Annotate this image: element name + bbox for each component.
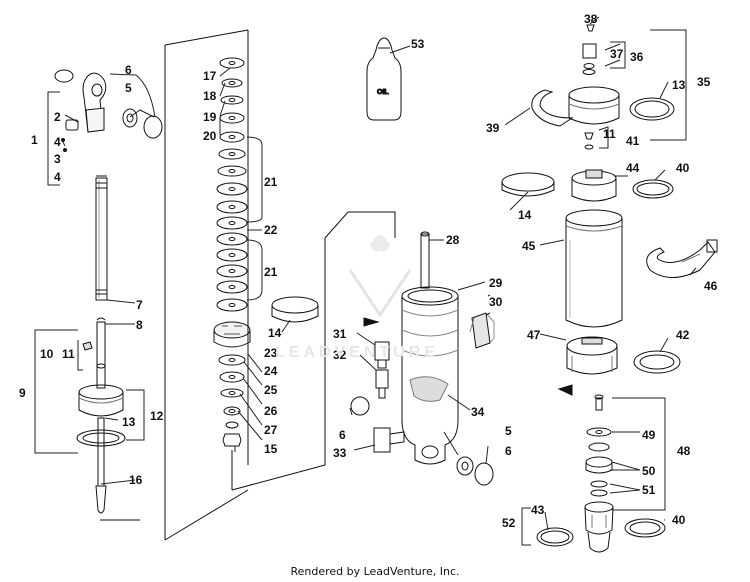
callout-22: 22 [264,223,278,237]
callout-31: 31 [333,327,347,341]
callout-28: 28 [446,233,460,247]
arrow-marker-48 [557,384,573,396]
callout-43: 43 [531,503,545,517]
callout-7: 7 [136,298,143,312]
callout-5-left: 5 [125,81,132,95]
callout-42: 42 [676,328,690,342]
callout-6-left: 6 [125,63,132,77]
callout-2: 2 [54,110,61,124]
callout-40-upper: 40 [676,161,690,175]
callout-36: 36 [630,50,644,64]
callout-24: 24 [264,364,278,378]
arrow-marker-31 [363,317,380,327]
oil-label: OIL [377,89,389,96]
callout-16: 16 [129,473,143,487]
callout-11-left: 11 [62,347,75,361]
callout-6-mid: 6 [339,428,346,442]
hose-fittings [350,341,494,486]
callout-30: 30 [489,295,503,309]
callout-29: 29 [489,276,503,290]
eyelet-assembly [54,69,163,152]
callout-20: 20 [203,129,217,143]
piston-assembly [76,317,126,514]
callout-10: 10 [40,347,54,361]
oil-bottle: OIL [366,37,402,121]
shock-body [401,231,495,465]
footer-credit: Rendered by LeadVenture, Inc. [290,565,460,578]
callout-53: 53 [411,37,425,51]
reservoir-assembly [501,24,718,553]
callout-49: 49 [642,428,656,442]
callout-6-right: 6 [505,444,512,458]
callout-51: 51 [642,483,656,497]
callouts: 1 2 4 3 4 6 5 7 8 9 10 11 12 13 16 17 18… [19,12,718,530]
callout-8: 8 [136,318,143,332]
watermark-logo [348,235,412,318]
shaft [95,175,108,301]
callout-4-lower: 4 [54,170,61,184]
watermark-text: LEADVENTURE [275,344,439,361]
callout-34: 34 [471,405,485,419]
callout-27: 27 [264,423,278,437]
callout-37: 37 [610,47,624,61]
callout-5-right: 5 [505,424,512,438]
callout-40-lower: 40 [672,513,686,527]
callout-21-lower: 21 [264,265,278,279]
callout-35: 35 [697,75,711,89]
callout-15: 15 [264,442,278,456]
callout-39: 39 [486,121,500,135]
group-outline-reservoir [231,211,396,491]
callout-19: 19 [203,110,217,124]
callout-3: 3 [54,152,61,166]
callout-1: 1 [31,133,38,147]
callout-21-upper: 21 [264,175,278,189]
callout-11-right: 11 [603,127,616,141]
callout-50: 50 [642,464,656,478]
leader-lines [34,16,697,546]
callout-38: 38 [584,12,598,26]
callout-45: 45 [522,239,536,253]
callout-14-right: 14 [518,208,532,222]
callout-26: 26 [264,404,278,418]
callout-47: 47 [527,328,541,342]
callout-33: 33 [333,446,347,460]
shim-stack [213,57,319,447]
callout-13-right: 13 [672,78,686,92]
callout-41: 41 [626,134,640,148]
callout-9: 9 [19,386,26,400]
callout-25: 25 [264,383,278,397]
callout-46: 46 [704,279,718,293]
callout-13-left: 13 [122,415,136,429]
callout-18: 18 [203,89,217,103]
callout-4-upper: 4 [54,135,61,149]
callout-14-left: 14 [268,326,282,340]
callout-12: 12 [150,409,164,423]
callout-32: 32 [333,348,347,362]
callout-23: 23 [264,346,278,360]
callout-52: 52 [502,516,516,530]
group-outline-mid [164,29,249,541]
callout-17: 17 [203,69,217,83]
callout-48: 48 [677,444,691,458]
callout-44: 44 [626,161,640,175]
